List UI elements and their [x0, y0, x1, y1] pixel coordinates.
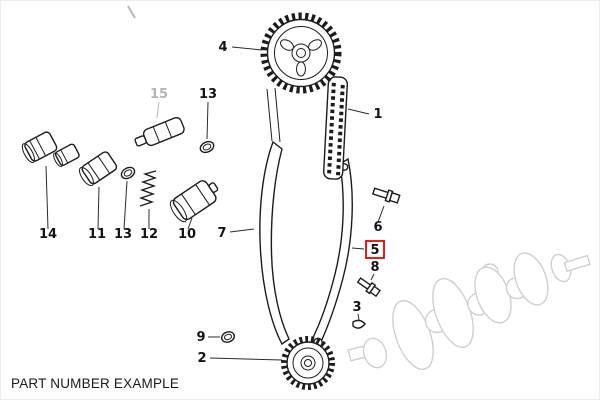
lower-sprocket-bore: [304, 359, 312, 367]
ring-inner: [123, 169, 133, 177]
leader-13-top: [206, 101, 209, 140]
part-14-icon: [21, 131, 58, 164]
crankshaft-ghost-icon: [347, 252, 591, 371]
part-15-pin: [134, 135, 147, 147]
lower-sprocket-face-ring: [292, 347, 324, 379]
leader-1: [347, 108, 370, 115]
part-10-rib-2: [195, 184, 210, 206]
leader-15: [156, 101, 160, 119]
part-11-end: [78, 166, 94, 187]
part-14b-rib: [60, 149, 69, 164]
camshaft-sprocket-icon: [260, 12, 342, 94]
part-11-icon: [78, 151, 118, 187]
valve-lifter-parts-icons: [21, 116, 219, 223]
part-14b-icon: [53, 143, 80, 167]
callout-labels: 1 2 3 4 5 6 7 8 9 10 11 12 13 13 14 15: [39, 40, 383, 366]
ring-outer: [120, 166, 136, 180]
part-callout-15[interactable]: 15: [150, 87, 168, 102]
ring-inner: [224, 333, 232, 341]
part-callout-5[interactable]: 5: [370, 243, 379, 258]
chain-guide-rail-icon: [259, 140, 290, 346]
chain-left-run-line-1: [266, 88, 273, 142]
sprocket-hub: [291, 43, 311, 63]
part-callout-12[interactable]: 12: [140, 227, 158, 242]
part-callout-2[interactable]: 2: [197, 351, 206, 366]
ring-outer: [220, 331, 236, 343]
leader-5: [351, 247, 365, 250]
tensioner-rail-body: [310, 157, 353, 346]
part-callout-11[interactable]: 11: [88, 227, 106, 242]
part-15-rib-1: [152, 126, 161, 143]
bolt-8-head: [369, 285, 381, 298]
highlight-box: [365, 240, 385, 259]
part-14-rib-2: [35, 137, 47, 157]
chain-links-right: [336, 84, 345, 176]
part-callout-3[interactable]: 3: [352, 300, 361, 315]
part-11-rib-1: [87, 162, 101, 181]
chain-tensioner-rail-icon: [310, 157, 353, 348]
part-callout-1[interactable]: 1: [373, 107, 382, 122]
sprocket-hub-bore: [296, 48, 306, 58]
leader-14: [45, 165, 49, 230]
crank-rear-stub: [563, 254, 591, 273]
leader-2: [209, 357, 283, 361]
bolt-6-head: [388, 191, 401, 204]
part-14-end: [21, 143, 35, 164]
bolt-8-icon: [356, 277, 381, 298]
sprocket-teeth: [260, 12, 342, 94]
part-3-clip-icon: [352, 319, 366, 329]
part-callout-13-top[interactable]: 13: [199, 87, 217, 102]
part-10-rib-1: [181, 193, 196, 215]
crank-counterweight-1: [392, 299, 434, 371]
bolt-6-icon: [371, 187, 401, 204]
lower-sprocket-hub: [300, 355, 316, 371]
chain-left-run-line-2: [274, 87, 281, 143]
part-10-tip: [208, 182, 219, 193]
chain-strip: [322, 76, 348, 180]
part-15-rib-2: [164, 121, 173, 138]
part-callout-8[interactable]: 8: [370, 260, 379, 275]
part-13-ring-top-icon: [199, 140, 215, 154]
chain-links-left: [327, 82, 336, 175]
part-callout-4[interactable]: 4: [218, 40, 227, 55]
ring-outer: [199, 140, 215, 154]
leader-10: [187, 217, 193, 230]
leader-3: [357, 313, 360, 321]
part-callout-9[interactable]: 9: [196, 330, 205, 345]
part-11-rib-2: [97, 155, 111, 174]
part-14-rib-1: [29, 140, 40, 160]
part-callout-6[interactable]: 6: [373, 220, 382, 235]
leader-11: [97, 186, 100, 230]
leader-4: [231, 46, 263, 51]
part-10-icon: [169, 180, 219, 223]
ring-inner: [202, 143, 212, 151]
part-callout-14[interactable]: 14: [39, 227, 57, 242]
part-15-icon: [134, 116, 185, 147]
leader-7: [229, 228, 255, 233]
part-12-spring-icon: [138, 170, 158, 207]
crank-counterweight-4: [513, 252, 549, 306]
part-callout-10[interactable]: 10: [178, 227, 196, 242]
part-9-ring-icon: [220, 331, 236, 343]
part-10-end: [169, 199, 188, 223]
lower-sprocket-teeth: [281, 336, 335, 390]
leader-13-left: [123, 180, 128, 230]
part-callout-13-left[interactable]: 13: [114, 227, 132, 242]
leader-8: [370, 273, 375, 281]
part-14b-end: [53, 152, 63, 167]
caption-part-number-example: PART NUMBER EXAMPLE: [11, 376, 180, 391]
leader-lines: [45, 46, 385, 361]
part-13-ring-left-icon: [120, 166, 136, 180]
sprocket-face-ring: [274, 26, 328, 80]
timing-chain-icon: [322, 76, 348, 180]
crankshaft-sprocket-icon: [281, 336, 335, 390]
crank-front-hub: [362, 337, 388, 369]
part-callout-7[interactable]: 7: [217, 226, 226, 241]
top-mark: [127, 5, 136, 19]
part-15-body: [142, 116, 185, 147]
leader-6: [377, 205, 385, 223]
sprocket-body: [266, 18, 336, 88]
